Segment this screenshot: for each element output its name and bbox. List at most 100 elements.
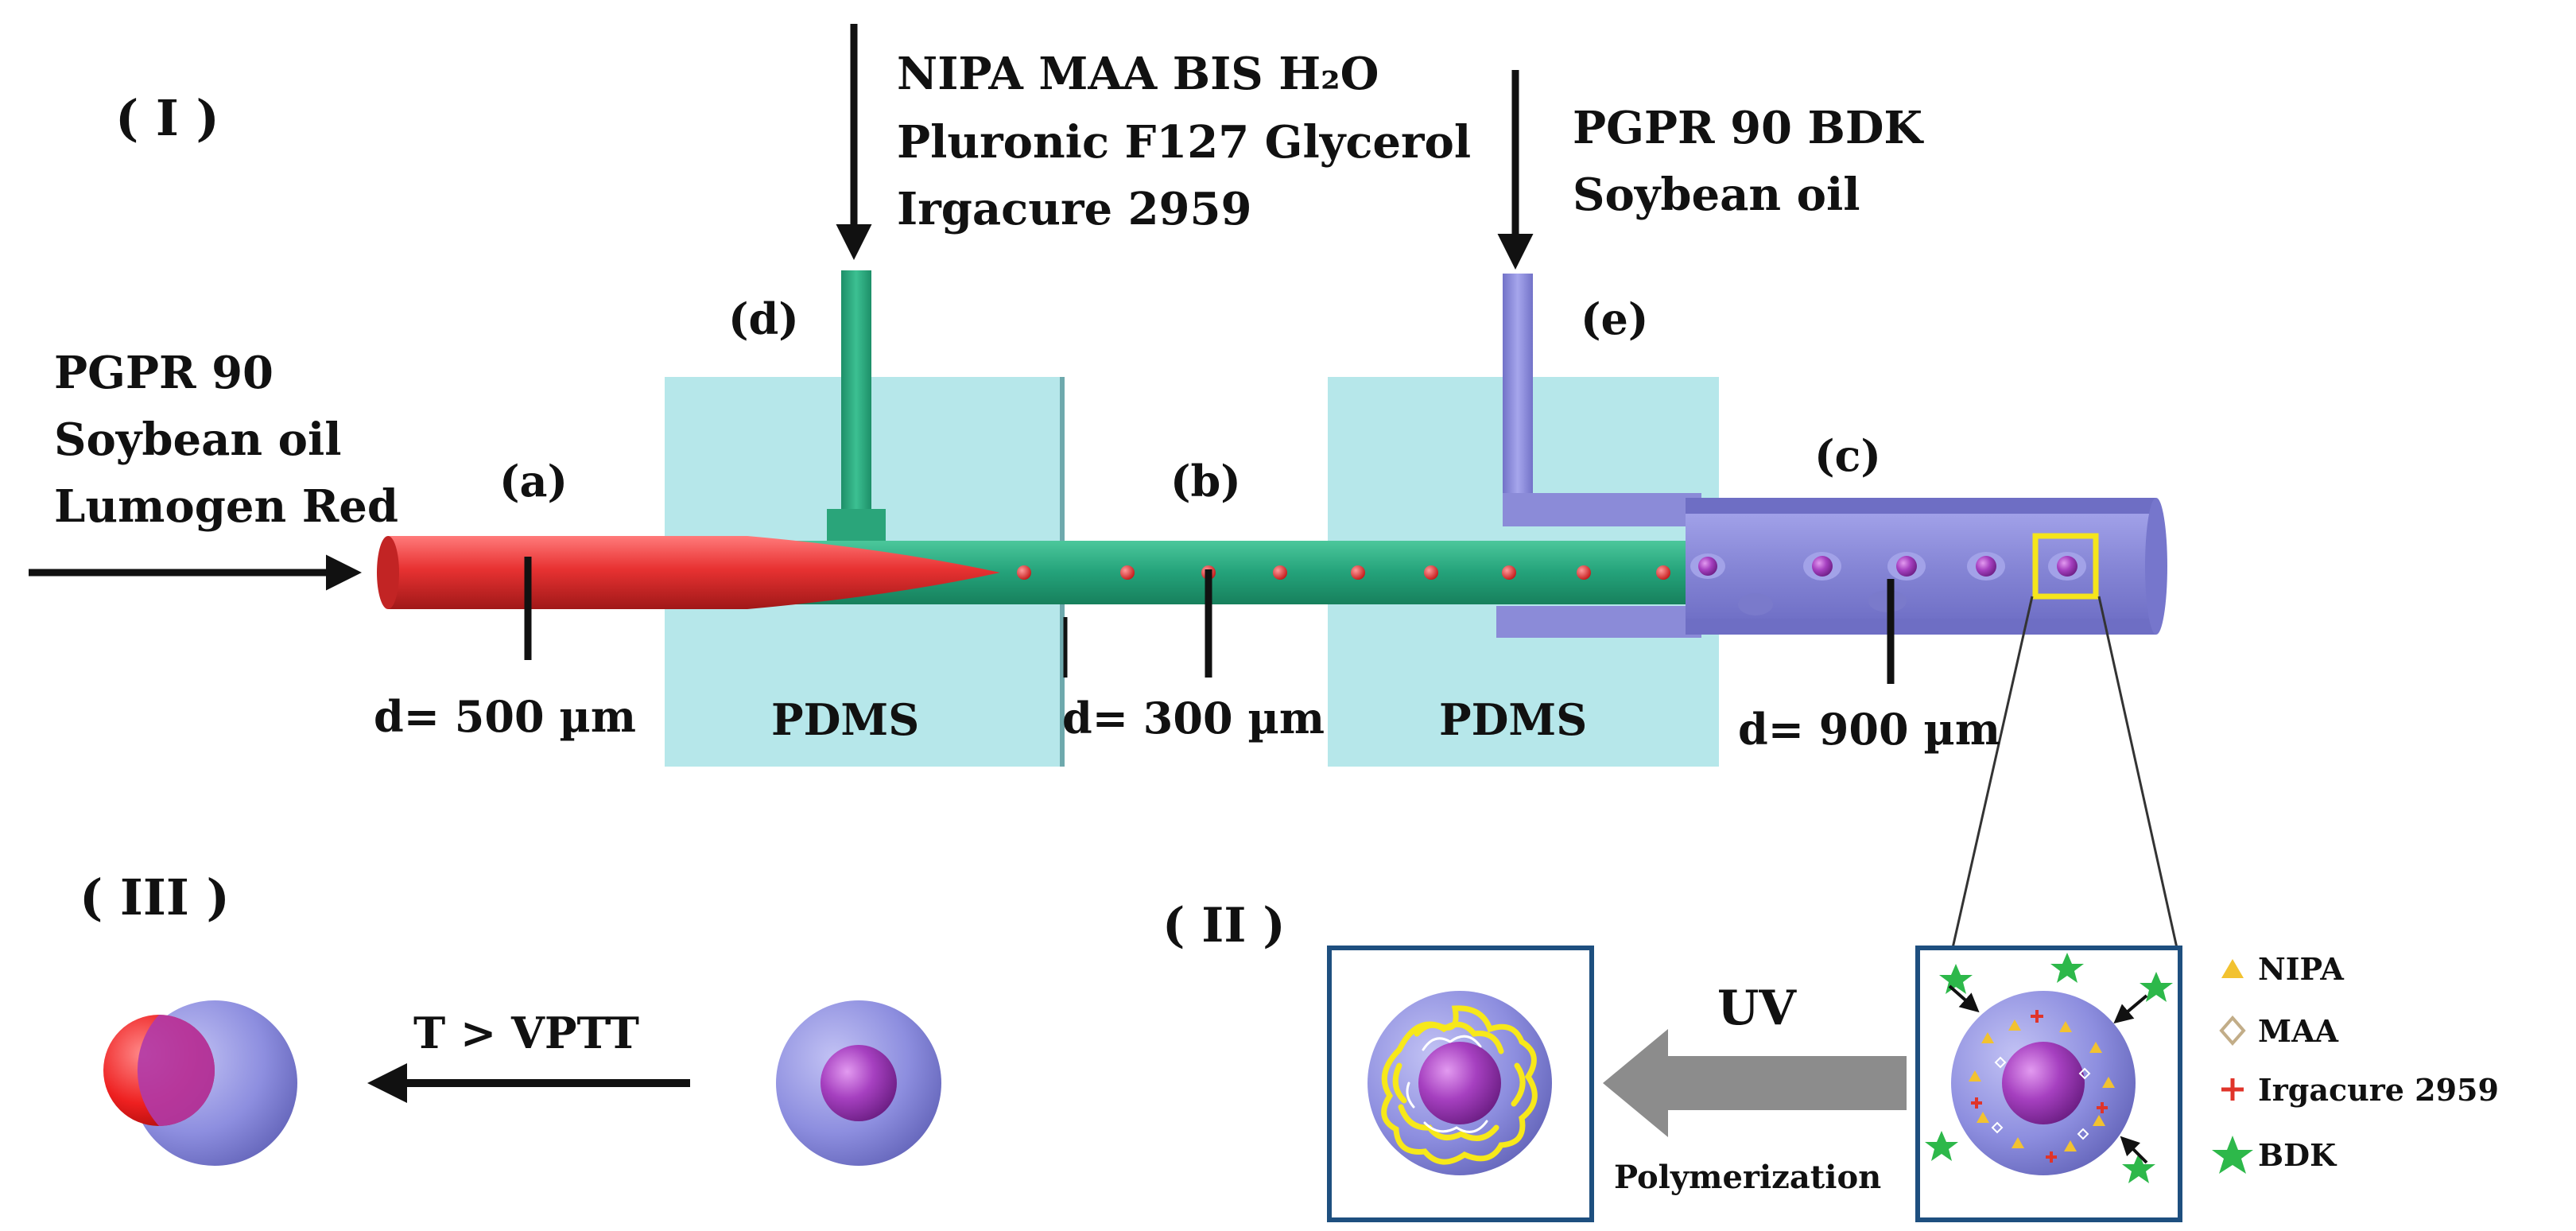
bdk-markers xyxy=(1925,953,2173,1183)
middle-channel-droplets xyxy=(1017,565,1670,580)
section-label-II: ( II ) xyxy=(1162,898,1286,953)
bdk-star xyxy=(2122,1153,2155,1183)
middle-inlet-line-2: Pluronic F127 Glycerol xyxy=(897,116,1471,169)
legend-irgacure-label: Irgacure 2959 xyxy=(2258,1072,2499,1108)
irgacure-marker xyxy=(2046,1151,2057,1163)
nipa-marker xyxy=(2102,1077,2115,1088)
pdms-label-right: PDMS xyxy=(1439,694,1587,745)
highlight-box xyxy=(2032,533,2099,600)
irgacure-marker xyxy=(1971,1097,1982,1109)
maa-marker xyxy=(2078,1067,2091,1080)
outer-channel-bottom-wall xyxy=(1686,619,2156,635)
droplet xyxy=(1017,565,1031,580)
zoom-line-left xyxy=(1951,596,2034,949)
outer-channel-top-wall xyxy=(1686,498,2156,514)
left-inlet-labels: PGPR 90 Soybean oil Lumogen Red xyxy=(54,347,398,533)
zoom-line-right xyxy=(2097,596,2178,949)
uv-label: UV xyxy=(1717,981,1797,1036)
diameter-label-c: d= 900 µm xyxy=(1738,704,2000,755)
core-drop xyxy=(1896,556,1917,577)
left-inlet-line-1: PGPR 90 xyxy=(54,347,274,399)
middle-inlet-line-3: Irgacure 2959 xyxy=(897,183,1251,235)
nipa-marker xyxy=(2093,1115,2105,1126)
middle-inlet-line-1: NIPA MAA BIS H₂O xyxy=(897,48,1379,100)
middle-inlet-labels: NIPA MAA BIS H₂O Pluronic F127 Glycerol … xyxy=(897,48,1471,235)
droplet xyxy=(1424,565,1438,580)
nipa-marker xyxy=(2089,1042,2102,1053)
inner-capillary-opening xyxy=(377,536,399,609)
nipa-marker xyxy=(1981,1032,1994,1043)
legend-maa-label: MAA xyxy=(2258,1013,2339,1049)
nipa-marker xyxy=(2059,1021,2072,1032)
pdms-label-left: PDMS xyxy=(771,694,919,745)
diffusion-arrow xyxy=(1948,984,1980,1013)
maa-marker xyxy=(1991,1121,2004,1134)
core-drop xyxy=(1698,557,1717,576)
outer-channel-droplets xyxy=(1690,552,2086,616)
section-label-III: ( III ) xyxy=(80,868,230,926)
maa-marker xyxy=(2077,1128,2089,1140)
polymerization-label: Polymerization xyxy=(1614,1159,1881,1196)
channel-label-c: (c) xyxy=(1814,430,1881,481)
inner-capillary xyxy=(382,536,1000,609)
diffusion-arrow xyxy=(2113,994,2148,1024)
bdk-star xyxy=(2050,953,2084,983)
prepolymer-core xyxy=(2002,1042,2085,1124)
legend-maa-icon xyxy=(2219,1015,2246,1047)
monomer-markers xyxy=(1969,1010,2115,1163)
middle-inlet-channel xyxy=(841,270,871,533)
core-drop xyxy=(1812,556,1833,577)
right-inlet-line-2: Soybean oil xyxy=(1573,169,1860,221)
channel-label-d: (d) xyxy=(728,293,799,344)
outer-inlet-channel xyxy=(1503,274,1533,512)
droplet xyxy=(1120,565,1135,580)
droplet xyxy=(1577,565,1591,580)
droplet xyxy=(1656,565,1670,580)
droplet xyxy=(1273,565,1287,580)
left-inlet-line-3: Lumogen Red xyxy=(54,480,398,533)
legend-bdk-icon xyxy=(2212,1136,2253,1174)
irgacure-marker xyxy=(2097,1102,2108,1113)
right-inlet-line-1: PGPR 90 BDK xyxy=(1573,102,1924,154)
diffusion-arrow xyxy=(2120,1136,2148,1164)
core-drop xyxy=(2057,556,2077,577)
legend-nipa-label: NIPA xyxy=(2258,951,2344,987)
diameter-label-b: d= 300 µm xyxy=(1062,693,1325,744)
uv-arrow xyxy=(1603,1029,1907,1137)
polymer-network-white xyxy=(1406,1035,1488,1133)
section-label-I: ( I ) xyxy=(115,89,219,147)
channel-label-e: (e) xyxy=(1581,293,1648,344)
outer-inlet-elbow xyxy=(1503,493,1701,526)
bdk-star xyxy=(2140,972,2173,1002)
bdk-star xyxy=(1939,964,1973,994)
irgacure-marker xyxy=(2031,1010,2043,1023)
diffusion-arrows xyxy=(1948,984,2148,1164)
nipa-marker xyxy=(1977,1112,1989,1123)
legend-irgacure-icon xyxy=(2221,1078,2244,1101)
swollen-core xyxy=(821,1045,897,1121)
outer-channel-opening xyxy=(2145,498,2167,635)
middle-inlet-junction xyxy=(827,509,886,546)
vptt-label: T > VPTT xyxy=(413,1008,639,1058)
legend-nipa-icon xyxy=(2221,959,2244,978)
maa-marker xyxy=(1994,1056,2007,1069)
nipa-marker xyxy=(2008,1019,2021,1031)
bdk-star xyxy=(1925,1131,1958,1161)
right-inlet-labels: PGPR 90 BDK Soybean oil xyxy=(1573,102,1924,221)
nipa-marker xyxy=(2064,1140,2077,1151)
polymerized-core xyxy=(1418,1042,1501,1124)
outer-lower-wall xyxy=(1496,606,1701,638)
channel-label-a: (a) xyxy=(499,456,568,507)
shell-drop xyxy=(1738,593,1773,616)
legend-bdk-label: BDK xyxy=(2258,1137,2337,1173)
nipa-marker xyxy=(2012,1137,2024,1148)
core-overlap xyxy=(137,1015,215,1126)
channel-label-b: (b) xyxy=(1170,456,1241,507)
left-inlet-line-2: Soybean oil xyxy=(54,414,342,466)
core-drop xyxy=(1976,556,1996,577)
droplet xyxy=(1502,565,1516,580)
nipa-marker xyxy=(1969,1070,1981,1081)
diameter-label-a: d= 500 µm xyxy=(374,691,636,742)
droplet xyxy=(1351,565,1365,580)
legend: NIPA MAA Irgacure 2959 BDK xyxy=(2212,951,2499,1174)
